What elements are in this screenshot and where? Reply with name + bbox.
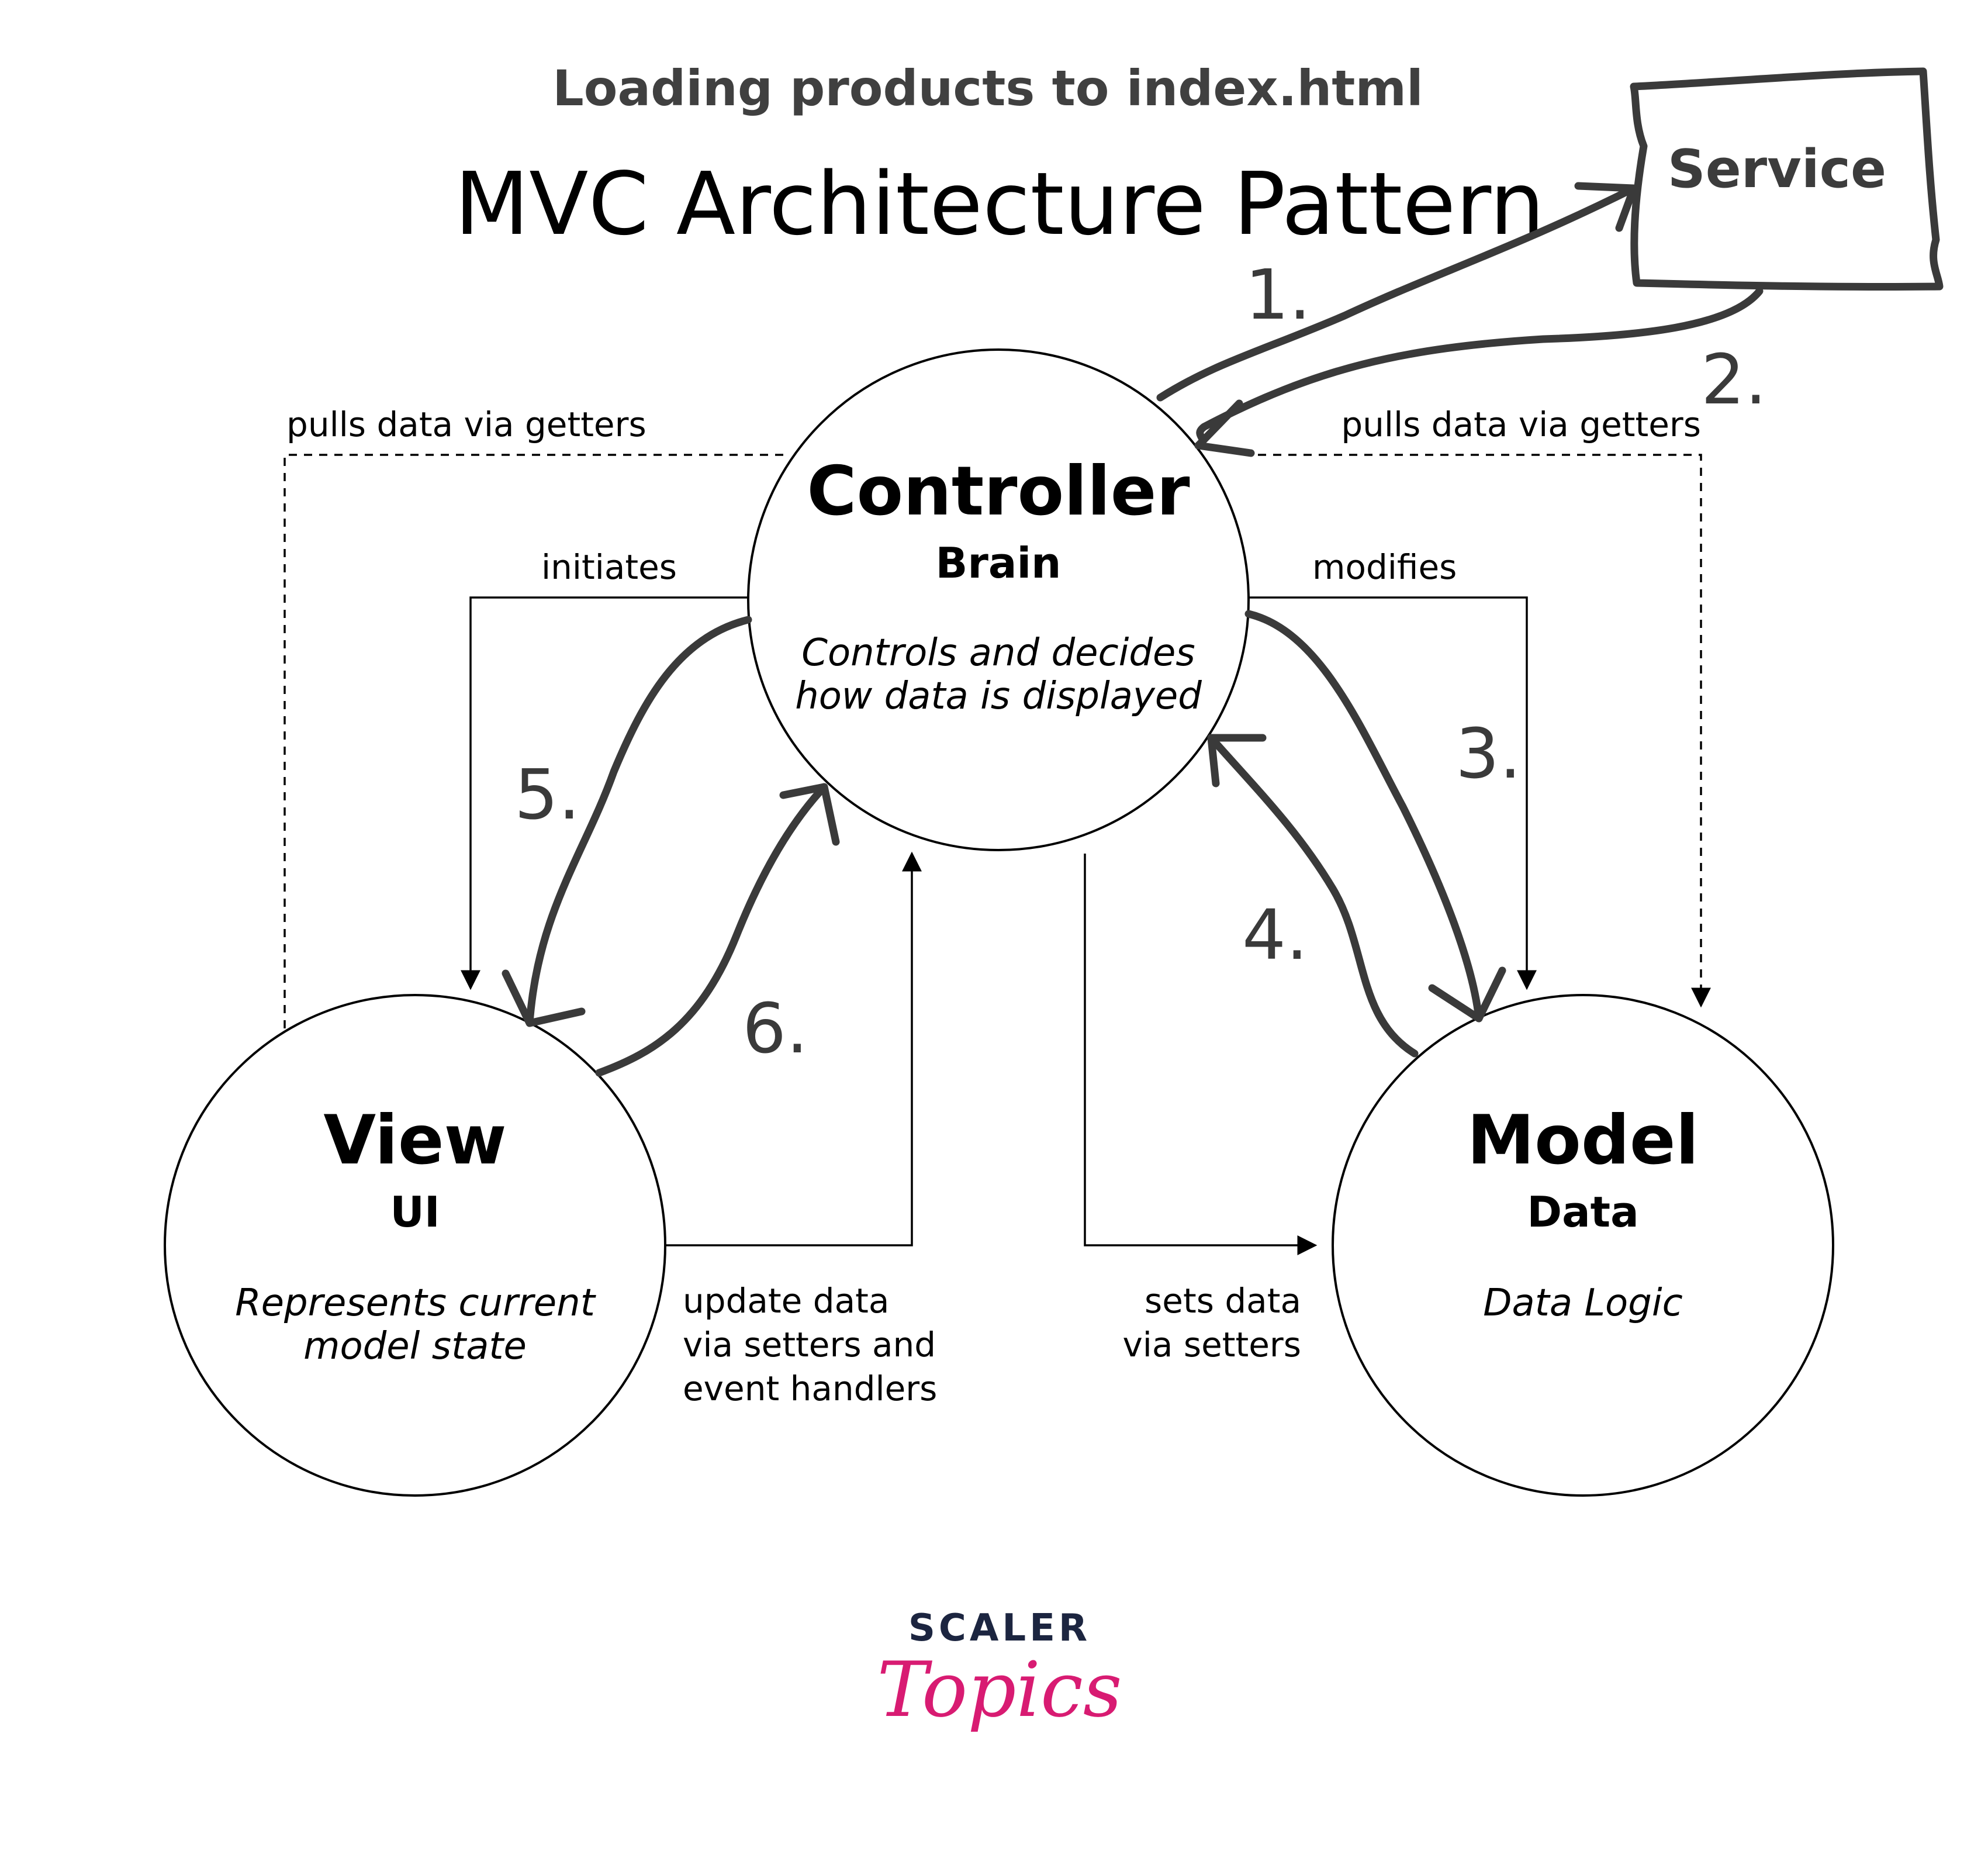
- view-desc-line1: Represents current: [235, 1282, 597, 1325]
- service-box: [1630, 67, 1944, 291]
- step-1-arrowhead: [1574, 182, 1638, 232]
- step-6-arrow: [595, 783, 828, 1077]
- model-node: [1332, 994, 1834, 1497]
- controller-subtitle: Brain: [936, 538, 1062, 588]
- controller-node: [747, 348, 1250, 851]
- step-3-label: 3.: [1455, 713, 1522, 794]
- step-3-arrow: [1244, 610, 1483, 1023]
- step-2-label: 2.: [1701, 339, 1767, 420]
- sets-label-line1: sets data: [1145, 1281, 1301, 1321]
- step-4-arrowhead: [1207, 734, 1267, 788]
- initiates-label: initiates: [541, 547, 677, 587]
- step-5-label: 5.: [514, 754, 580, 835]
- model-name: Model: [1467, 1101, 1699, 1180]
- diagram-title: MVC Architecture Pattern: [455, 154, 1545, 254]
- controller-name: Controller: [807, 452, 1190, 531]
- step-6-arrowhead: [779, 783, 840, 846]
- controller-desc-line1: Controls and decides: [801, 631, 1195, 675]
- update-label-line3: event handlers: [683, 1369, 937, 1408]
- model-subtitle: Data: [1527, 1187, 1638, 1237]
- step-3-arrowhead: [1428, 966, 1506, 1023]
- model-desc-line1: Data Logic: [1483, 1282, 1683, 1325]
- modifies-connector: [1249, 596, 1537, 990]
- pulls-left-label: pulls data via getters: [286, 405, 646, 444]
- view-desc-line2: model state: [303, 1325, 527, 1368]
- step-2-arrowhead: [1194, 399, 1255, 457]
- step-1-label: 1.: [1245, 254, 1311, 335]
- sets-label-line2: via setters: [1122, 1325, 1301, 1365]
- update-label-line1: update data: [683, 1281, 889, 1321]
- step-6-label: 6.: [742, 988, 808, 1069]
- view-node: [164, 994, 666, 1497]
- step-5-arrow: [525, 616, 752, 1027]
- view-subtitle: UI: [390, 1187, 440, 1237]
- step-4-arrow: [1207, 734, 1419, 1058]
- step-4-label: 4.: [1242, 895, 1308, 975]
- controller-desc-line2: how data is displayed: [795, 675, 1202, 718]
- service-label: Service: [1668, 139, 1886, 200]
- pulls-right-label: pulls data via getters: [1341, 405, 1701, 444]
- initiates-connector: [461, 596, 748, 990]
- step-2-arrow: [1194, 287, 1764, 450]
- step-1-arrow: [1156, 184, 1638, 402]
- sets-data-connector: [1084, 854, 1318, 1255]
- update-label-line2: via setters and: [683, 1325, 936, 1365]
- brand-topics: Topics: [877, 1645, 1122, 1734]
- brand-scaler: SCALER: [908, 1607, 1091, 1650]
- diagram-heading: Loading products to index.html: [552, 60, 1423, 117]
- pulls-right-dashed-line: [1258, 454, 1711, 1008]
- step-5-arrowhead: [502, 969, 586, 1027]
- update-data-connector: [665, 851, 922, 1246]
- pulls-left-dashed-line: [283, 454, 783, 1030]
- view-name: View: [323, 1101, 506, 1180]
- modifies-label: modifies: [1312, 547, 1457, 587]
